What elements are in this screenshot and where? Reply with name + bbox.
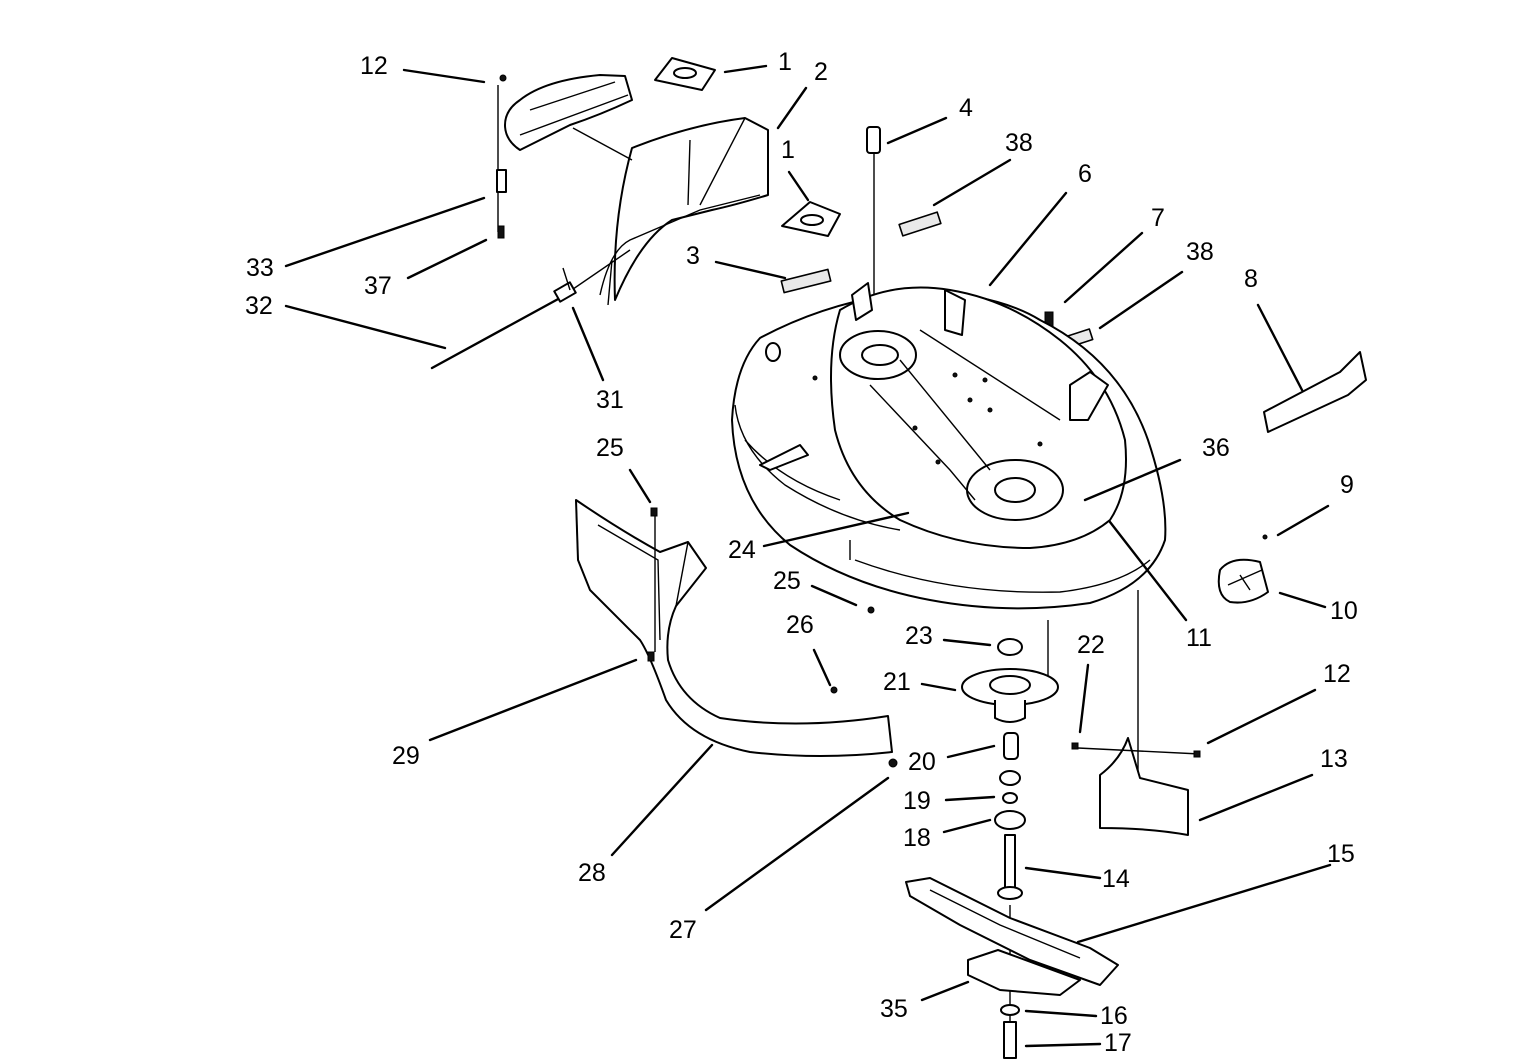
spindle-assembly	[905, 638, 1119, 1059]
callout-27: 27	[669, 916, 697, 944]
callout-19: 19	[903, 787, 931, 815]
part-1-top-pad	[654, 57, 716, 91]
leader-lines	[284, 64, 1332, 1048]
callout-18: 18	[903, 824, 931, 852]
callout-4: 4	[959, 94, 973, 122]
callout-29: 29	[392, 742, 420, 770]
callout-12-right: 12	[1323, 660, 1351, 688]
callout-28: 28	[578, 859, 606, 887]
part-6-mower-deck	[731, 282, 1167, 775]
callout-23: 23	[905, 622, 933, 650]
callout-21: 21	[883, 668, 911, 696]
callout-24: 24	[728, 536, 756, 564]
callout-25-left: 25	[596, 434, 624, 462]
callout-33: 33	[246, 254, 274, 282]
callout-22: 22	[1077, 631, 1105, 659]
callout-37: 37	[364, 272, 392, 300]
callout-25-center: 25	[773, 567, 801, 595]
callout-8: 8	[1244, 265, 1258, 293]
part-38-decal-a	[898, 211, 942, 237]
part-2-chute-deflector	[599, 117, 769, 306]
part-1-mid-pad	[781, 201, 841, 237]
part-8-plate	[1263, 351, 1367, 433]
callout-10: 10	[1330, 597, 1358, 625]
callout-20: 20	[908, 748, 936, 776]
callout-15: 15	[1327, 840, 1355, 868]
callout-9: 9	[1340, 471, 1354, 499]
callout-2: 2	[814, 58, 828, 86]
callout-16: 16	[1100, 1002, 1128, 1030]
part-3-decal	[780, 268, 832, 294]
callout-35: 35	[880, 995, 908, 1023]
part-31-32-spring-rod	[430, 249, 631, 370]
part-4-stud	[866, 126, 881, 320]
callout-6: 6	[1078, 160, 1092, 188]
part-28-29-baffle	[575, 499, 893, 757]
callout-32: 32	[245, 292, 273, 320]
callout-13: 13	[1320, 745, 1348, 773]
part-9-10-knob	[1217, 534, 1269, 604]
callout-38-b: 38	[1186, 238, 1214, 266]
callout-17: 17	[1104, 1029, 1132, 1057]
callout-36: 36	[1202, 434, 1230, 462]
callout-26: 26	[786, 611, 814, 639]
callout-3: 3	[686, 242, 700, 270]
callout-labels: 1 2 1 12 4 38 6 7 38 8 3 33 37 32 31 36 …	[245, 48, 1358, 1057]
callout-11: 11	[1186, 624, 1212, 652]
part-13-panel	[1071, 737, 1201, 836]
callout-7: 7	[1151, 204, 1165, 232]
part-12-top-bracket	[496, 74, 633, 239]
callout-14: 14	[1102, 865, 1130, 893]
callout-1-top: 1	[778, 48, 792, 76]
callout-12-top: 12	[360, 52, 388, 80]
callout-38-a: 38	[1005, 129, 1033, 157]
callout-31: 31	[596, 386, 624, 414]
callout-1-mid: 1	[781, 136, 795, 164]
